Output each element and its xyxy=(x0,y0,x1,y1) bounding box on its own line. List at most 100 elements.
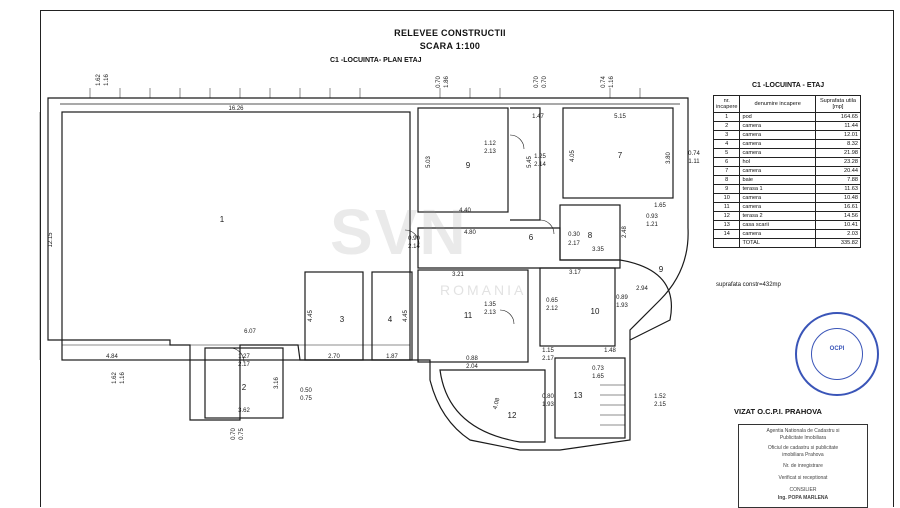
dim-r13-side-b: 2.15 xyxy=(654,402,666,408)
dim-r2-door-a: 1.27 xyxy=(238,354,250,360)
room-7-outline xyxy=(562,107,674,199)
cell-nr: 9 xyxy=(712,184,741,194)
dim-r11-b: 2.13 xyxy=(484,310,496,316)
cell-suprafata: 14.56 xyxy=(815,211,861,221)
cell-suprafata: 20.44 xyxy=(815,166,861,176)
dim-corr-w: 1.47 xyxy=(532,114,544,120)
header-nr: nr. incapere xyxy=(712,95,741,113)
watermark-sub: ROMANIA xyxy=(440,282,527,298)
cell-denumire: camera xyxy=(739,148,816,158)
cell-suprafata: 10.48 xyxy=(815,193,861,203)
cell-nr: 3 xyxy=(712,130,741,140)
room-number-10: 10 xyxy=(591,307,600,316)
stairs xyxy=(600,384,625,426)
room-9-outline xyxy=(417,107,509,213)
dim-win-top-b: 1.16 xyxy=(104,74,110,86)
dim-win-top-a: 1.62 xyxy=(96,74,102,86)
seal-inner-ring xyxy=(811,328,863,380)
dim-r10-a: 0.89 xyxy=(616,295,628,301)
dim-r8-h: 2.48 xyxy=(622,226,628,238)
room-number-8: 8 xyxy=(588,231,593,240)
dim-curve-r: 2.94 xyxy=(636,286,648,292)
dim-room1-bottom-a: 6.07 xyxy=(244,329,256,335)
total-blank xyxy=(712,238,741,248)
cell-nr: 1 xyxy=(712,112,741,122)
room-11-outline xyxy=(417,269,529,363)
ocpi-seal: OCPI xyxy=(795,312,879,396)
room-number-2: 2 xyxy=(242,383,247,392)
dim-top-width: 16.26 xyxy=(228,106,244,112)
registration-stamp: Agentia Nationala de Cadastru si Publici… xyxy=(738,424,868,508)
stamp-line-8: Ing. POPA MARLENA xyxy=(777,495,829,501)
dim-hall-w2: 3.35 xyxy=(592,247,604,253)
room-number-9b: 9 xyxy=(659,265,664,274)
dim-win-a: 0.90 xyxy=(408,236,420,242)
dim-r4-w: 1.87 xyxy=(386,354,398,360)
stamp-line-5: Nr. de inregistrare xyxy=(783,463,823,469)
dim-door-d: 2.14 xyxy=(534,162,546,168)
dim-win-bottom-b: 1.16 xyxy=(120,372,126,384)
cell-denumire: pod xyxy=(739,112,816,122)
stamp-line-2: Publicitate Imobiliara xyxy=(779,435,827,441)
dim-stair-a: 1.48 xyxy=(604,348,616,354)
header-suprafata: Suprafata utila [mp] xyxy=(815,95,861,113)
room-number-11: 11 xyxy=(464,311,473,320)
dim-win-top-g: 0.70 xyxy=(534,76,540,88)
total-label: TOTAL xyxy=(739,238,816,248)
outer-wall xyxy=(47,97,689,451)
table-title: C1 -LOCUINTA - ETAJ xyxy=(752,82,825,89)
dim-r8-top: 1.65 xyxy=(654,203,666,209)
dim-height-left: 12.15 xyxy=(48,232,54,248)
room-number-4: 4 xyxy=(388,315,393,324)
dim-win-top-e: 0.74 xyxy=(601,76,607,88)
watermark: SVN xyxy=(330,196,468,268)
cell-suprafata: 10.41 xyxy=(815,220,861,230)
dim-corr-h: 5.45 xyxy=(527,156,533,168)
seal-text: OCPI xyxy=(829,346,845,352)
dim-r13-side-a: 1.52 xyxy=(654,394,666,400)
room-2-outline xyxy=(204,347,284,419)
cell-nr: 4 xyxy=(712,139,741,149)
dim-r10-b: 1.93 xyxy=(616,303,628,309)
dim-room9-h: 5.03 xyxy=(426,156,432,168)
dim-r10-w: 3.17 xyxy=(569,270,581,276)
stamp-line-7: CONSILIER xyxy=(789,487,817,493)
cell-nr: 7 xyxy=(712,166,741,176)
dim-r10-c: 0.65 xyxy=(546,298,558,304)
dim-win-bottom-a: 1.62 xyxy=(112,372,118,384)
stamp-line-3: Oficiul de cadastru si publicitate xyxy=(767,445,839,451)
dim-r8-door-a: 0.93 xyxy=(646,214,658,220)
total-value: 335.82 xyxy=(815,238,861,248)
cell-nr: 8 xyxy=(712,175,741,185)
stamp-line-4: imobiliara Prahova xyxy=(782,452,824,458)
dim-r13-a: 0.80 xyxy=(542,394,554,400)
dim-r7-win-a: 0.74 xyxy=(688,151,700,157)
cell-denumire: camera xyxy=(739,121,816,131)
dim-r12-r: 4.08 xyxy=(493,397,502,410)
cell-suprafata: 7.88 xyxy=(815,175,861,185)
suprafata-construita: suprafata constr=432mp xyxy=(716,282,781,288)
room-10-outline xyxy=(539,267,616,347)
room-number-13: 13 xyxy=(574,391,583,400)
dim-room7-w: 5.15 xyxy=(614,114,626,120)
cell-suprafata: 16.61 xyxy=(815,202,861,212)
dim-win-bottom-d: 0.75 xyxy=(239,428,245,440)
cell-nr: 10 xyxy=(712,193,741,203)
drawing-title: RELEVEE CONSTRUCTII xyxy=(394,28,506,38)
room-number-1: 1 xyxy=(220,215,225,224)
room-number-9: 9 xyxy=(466,161,471,170)
cell-suprafata: 11.44 xyxy=(815,121,861,131)
dim-r13-side-d: 2.17 xyxy=(542,356,554,362)
dim-r11-a: 1.35 xyxy=(484,302,496,308)
cell-denumire: hol xyxy=(739,157,816,167)
dim-r3-h: 4.45 xyxy=(308,310,314,322)
plan-subtitle: C1 -LOCUINTA- PLAN ETAJ xyxy=(330,57,422,64)
dim-r7-side: 3.80 xyxy=(666,152,672,164)
rooms-table: nr. incapere denumire incapere Suprafata… xyxy=(712,95,861,248)
room-8-outline xyxy=(559,204,621,261)
